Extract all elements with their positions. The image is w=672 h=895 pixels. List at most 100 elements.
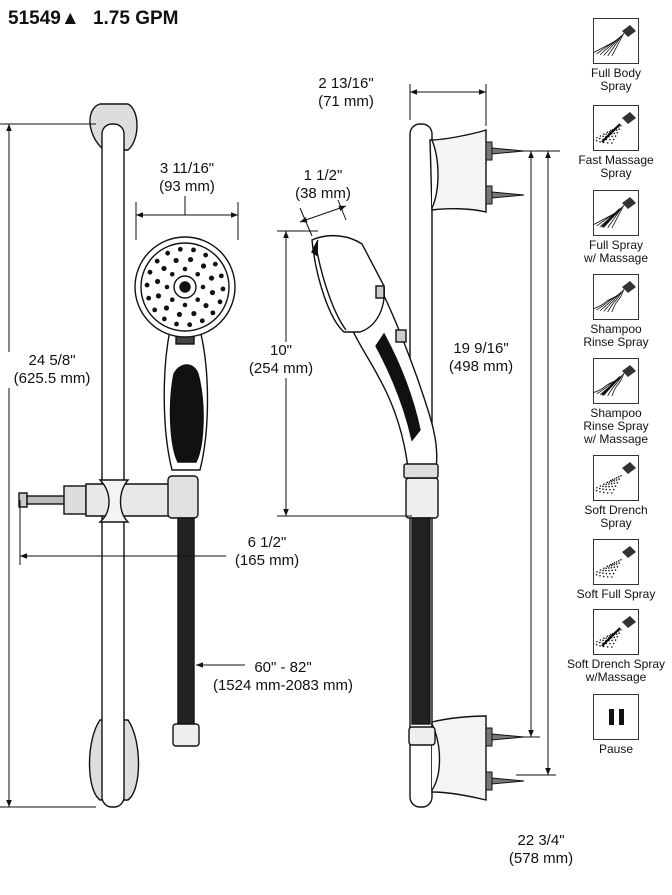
- full-spray-massage-icon: [593, 190, 639, 236]
- hand-shower-holder: [167, 475, 199, 519]
- nozzle: [187, 322, 193, 328]
- nozzle: [217, 299, 223, 305]
- nozzle: [169, 271, 175, 277]
- spray-setting-label-line: Soft Drench: [584, 503, 648, 517]
- slider-knob: [63, 485, 87, 515]
- front-view: [18, 103, 236, 808]
- spray-setting-label: Pause: [560, 743, 672, 756]
- dim-hose-length: 60" - 82" (1524 mm-2083 mm): [212, 659, 354, 694]
- side-spray-head: [311, 234, 385, 333]
- soft-drench-massage-icon: [593, 609, 639, 655]
- dim-head-depth: 1 1/2" (38 mm): [295, 167, 351, 202]
- dim-wall-projection: 2 13/16" (71 mm): [318, 75, 374, 110]
- mounting-screws: [485, 141, 525, 791]
- spray-setting-label-line: Soft Full Spray: [576, 587, 656, 601]
- spray-setting-label-line: Rinse Spray: [583, 335, 649, 349]
- nozzle: [165, 250, 171, 256]
- spray-setting-label-line: Shampoo: [590, 322, 642, 336]
- spray-setting-label-line: Rinse Spray: [583, 419, 649, 433]
- spray-setting-label-line: Shampoo: [590, 406, 642, 420]
- nozzle: [182, 302, 188, 308]
- nozzle: [195, 297, 201, 303]
- nozzle: [169, 297, 175, 303]
- nozzle: [146, 295, 152, 301]
- nozzle: [164, 284, 170, 290]
- front-view-dimensions: [0, 123, 245, 808]
- nozzle: [174, 321, 179, 327]
- hose: [177, 517, 195, 727]
- nozzle: [144, 282, 150, 288]
- flow-rate: 1.75 GPM: [92, 8, 179, 29]
- spray-setting-label-line: Soft Drench Spray: [566, 657, 666, 671]
- nozzle: [220, 286, 226, 292]
- hose-nut: [172, 723, 200, 747]
- side-view-dimensions: [277, 84, 560, 776]
- nozzle: [187, 256, 194, 263]
- spray-setting-label-line: w/Massage: [585, 670, 647, 684]
- side-slider: [405, 477, 439, 519]
- slider-body: [85, 483, 171, 517]
- nozzle: [200, 263, 207, 269]
- page-title: 51549▲ 1.75 GPM: [8, 8, 178, 30]
- spray-setting-label: Soft Full Spray: [560, 588, 672, 601]
- full-body-spray-icon: [593, 18, 639, 64]
- nozzle: [212, 261, 218, 267]
- nozzle: [208, 275, 215, 281]
- nozzle: [195, 271, 201, 277]
- spray-setting-label-line: Spray: [600, 516, 632, 530]
- spray-setting-label-line: Fast Massage: [578, 153, 654, 167]
- nozzle: [191, 310, 197, 317]
- shampoo-rinse-massage-icon: [593, 358, 639, 404]
- dim-handle-height: 10" (254 mm): [240, 342, 322, 378]
- nozzle: [203, 302, 209, 309]
- nozzle: [147, 269, 153, 275]
- spray-setting-label-line: Full Spray: [588, 238, 644, 252]
- spray-setting-label-line: Pause: [598, 742, 634, 756]
- spray-setting-label-line: Spray: [600, 166, 632, 180]
- spray-setting-item: Soft Full Spray: [560, 539, 672, 601]
- nozzle: [161, 316, 167, 322]
- shampoo-rinse-spray-icon: [593, 274, 639, 320]
- nozzle: [182, 266, 188, 272]
- soft-drench-spray-icon: [593, 455, 639, 501]
- dim-mount-spacing: 19 9/16" (498 mm): [440, 340, 522, 376]
- certification-marker: ▲: [60, 8, 80, 29]
- nozzle: [209, 289, 216, 296]
- nozzle: [176, 311, 183, 318]
- side-bottom-bracket: [431, 715, 487, 801]
- fast-massage-spray-icon: [593, 105, 639, 151]
- nozzle: [173, 257, 179, 264]
- slide-bar: [101, 123, 125, 808]
- nozzle: [161, 265, 167, 272]
- spray-setting-label-line: w/ Massage: [583, 251, 649, 265]
- nozzle: [203, 252, 209, 258]
- nozzle: [155, 293, 162, 299]
- spray-setting-label-line: Full Body: [590, 66, 642, 80]
- nozzle: [154, 258, 160, 264]
- side-hose: [411, 517, 431, 725]
- dim-bar-height: 24 5/8" (625.5 mm): [8, 352, 96, 388]
- model-number: 51549: [8, 8, 61, 29]
- nozzle: [199, 318, 205, 324]
- nozzle: [210, 310, 216, 316]
- nozzle: [218, 273, 224, 279]
- nozzle: [177, 246, 183, 252]
- dim-slider-reach: 6 1/2" (165 mm): [226, 534, 308, 570]
- soft-full-spray-icon: [593, 539, 639, 585]
- pause-icon: [593, 694, 639, 740]
- nozzle: [200, 284, 206, 290]
- nozzle: [191, 247, 196, 253]
